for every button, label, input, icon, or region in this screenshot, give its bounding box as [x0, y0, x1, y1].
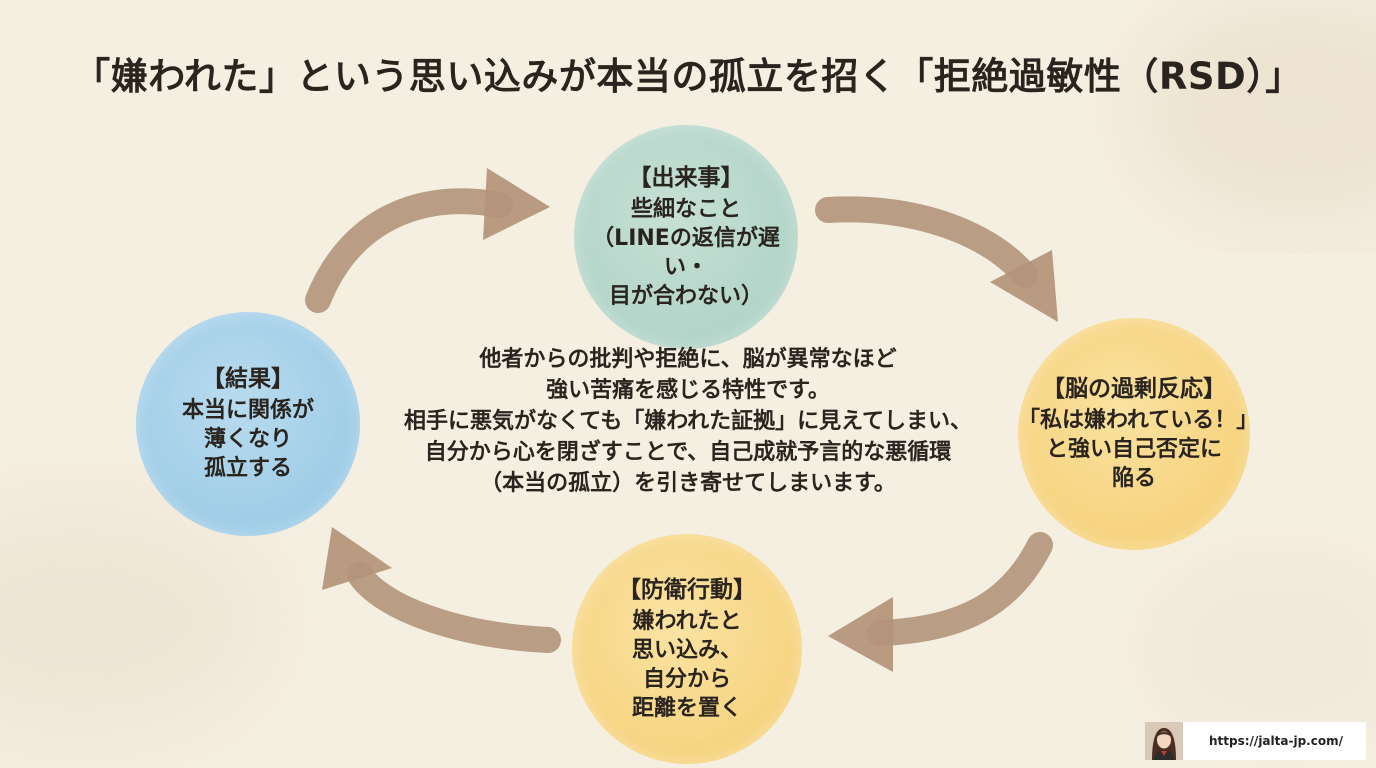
node-defend-line: 思い込み、 [631, 637, 742, 663]
node-brain-line: 「私は嫌われている！」 [1018, 408, 1259, 433]
node-defensive-action: 【防衛行動】 嫌われたと 思い込み、 自分から 距離を置く [572, 534, 802, 764]
node-event: 【出来事】 些細なこと （LINEの返信が遅い・ 目が合わない） [574, 125, 798, 349]
node-defend-line: 嫌われたと [632, 608, 742, 634]
node-event-line: 些細なこと [630, 196, 741, 222]
page-title: 「嫌われた」という思い込みが本当の孤立を招く「拒絶過敏性（RSD）」 [73, 55, 1303, 98]
node-result-heading: 【結果】 [202, 366, 294, 392]
avatar [1145, 722, 1183, 760]
center-explanation: 他者からの批判や拒絶に、脳が異常なほど 強い苦痛を感じる特性です。 相手に悪気が… [366, 344, 1010, 499]
arrowhead-brain-to-defend [828, 597, 893, 672]
explanation-line: （本当の孤立）を引き寄せてしまいます。 [480, 471, 896, 496]
node-event-line: 目が合わない） [608, 283, 763, 309]
node-result: 【結果】 本当に関係が 薄くなり 孤立する [136, 312, 360, 536]
arrow-brain-to-defend [867, 532, 1053, 646]
arrow-event-to-brain [815, 196, 1038, 288]
node-defend-line: 自分から [642, 666, 731, 692]
arrow-defend-to-result [347, 562, 561, 653]
node-event-line: （LINEの返信が遅い・ [592, 225, 780, 280]
node-brain-line: 陥る [1111, 466, 1156, 491]
node-brain-line: と強い自己否定に [1045, 437, 1222, 462]
footer-badge: https://jalta-jp.com/ [1145, 722, 1366, 760]
arrowhead-event-to-brain [990, 250, 1058, 322]
node-result-line: 薄くなり [203, 427, 292, 452]
explanation-line: 相手に悪気がなくても「嫌われた証拠」に見えてしまい、 [403, 409, 973, 434]
node-result-line: 本当に関係が [181, 398, 314, 423]
node-brain-overreaction: 【脳の過剰反応】 「私は嫌われている！」 と強い自己否定に 陥る [1018, 318, 1259, 550]
node-event-heading: 【出来事】 [628, 164, 744, 191]
arrowhead-result-to-event [483, 168, 550, 240]
node-result-line: 孤立する [203, 456, 292, 481]
node-brain-heading: 【脳の過剰反応】 [1042, 376, 1226, 402]
node-defend-heading: 【防衛行動】 [618, 576, 756, 603]
site-url: https://jalta-jp.com/ [1209, 734, 1343, 748]
explanation-line: 自分から心を閉ざすことで、自己成就予言的な悪循環 [424, 440, 952, 465]
explanation-line: 強い苦痛を感じる特性です。 [546, 378, 830, 403]
node-defend-line: 距離を置く [631, 695, 742, 721]
arrowhead-defend-to-result [322, 527, 392, 590]
explanation-line: 他者からの批判や拒絶に、脳が異常なほど [479, 347, 897, 372]
arrow-result-to-event [305, 188, 513, 313]
